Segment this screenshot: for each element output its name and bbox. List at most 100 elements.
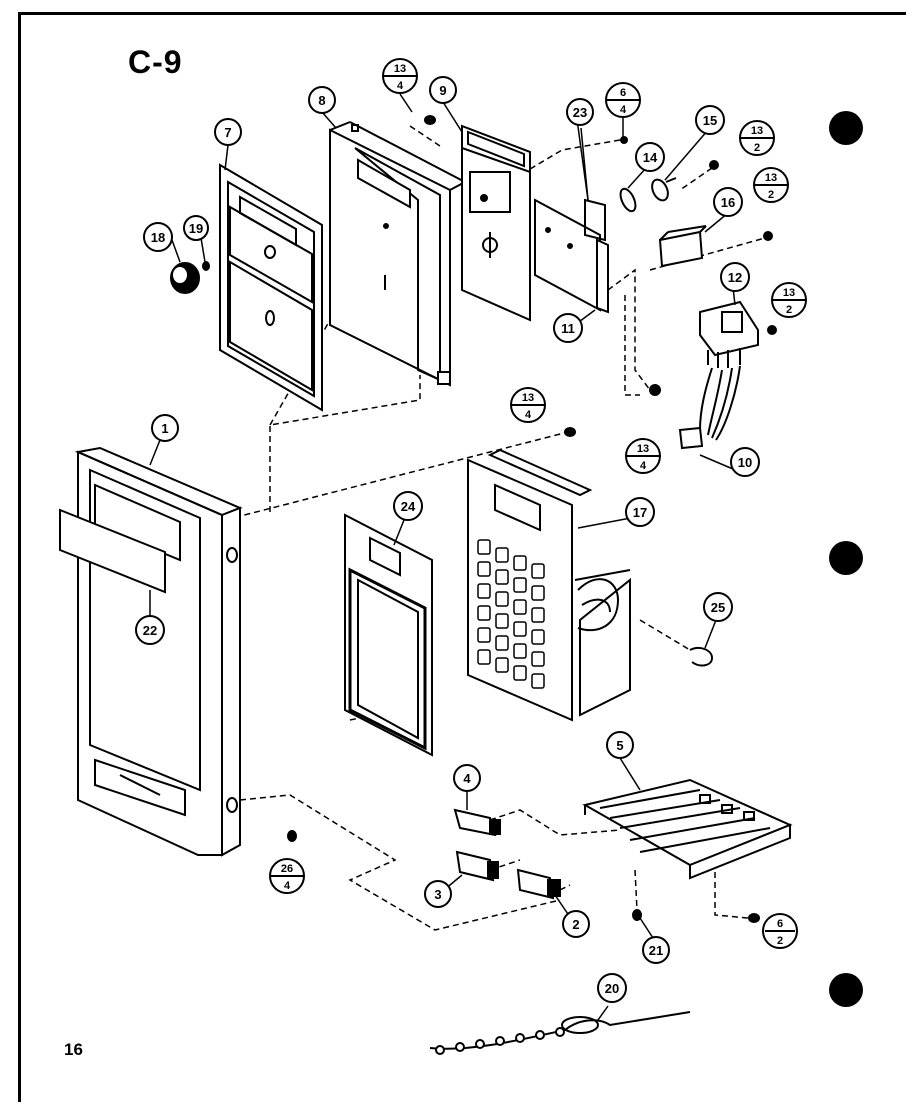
part-17-control-board xyxy=(467,448,631,722)
keypad-key xyxy=(531,673,545,689)
callout-14: 14 xyxy=(635,142,665,172)
chain-bead xyxy=(475,1039,485,1049)
keypad-key xyxy=(513,643,527,659)
svg-text:4: 4 xyxy=(284,880,291,892)
page-number: 16 xyxy=(64,1040,83,1059)
svg-text:13: 13 xyxy=(637,443,649,455)
part-4-button xyxy=(453,808,501,837)
svg-text:4: 4 xyxy=(640,460,647,472)
keypad-key xyxy=(513,555,527,571)
callout-1: 1 xyxy=(151,414,179,442)
callout-9: 9 xyxy=(429,76,457,104)
part-9-circuit-board xyxy=(461,124,531,322)
svg-text:4: 4 xyxy=(463,771,471,786)
chain-bead xyxy=(455,1042,465,1052)
chain-bead xyxy=(495,1036,505,1046)
part-2-button xyxy=(516,868,561,900)
svg-text:25: 25 xyxy=(711,600,725,615)
keypad-key xyxy=(495,591,509,607)
svg-text:4: 4 xyxy=(620,104,627,116)
svg-text:6: 6 xyxy=(620,87,626,99)
keypad-key xyxy=(495,613,509,629)
keypad-key xyxy=(477,605,491,621)
svg-text:9: 9 xyxy=(439,83,446,98)
callout-2: 2 xyxy=(562,910,590,938)
part-24-window-pane xyxy=(344,513,433,757)
callout-5: 5 xyxy=(606,731,634,759)
svg-text:13: 13 xyxy=(783,287,795,299)
keypad-buttons xyxy=(477,539,545,689)
leader-lines xyxy=(149,93,741,1021)
svg-text:13: 13 xyxy=(522,392,534,404)
binder-holes xyxy=(829,111,863,1007)
fraction-callout: 13 4 xyxy=(510,387,546,423)
keypad-key xyxy=(477,583,491,599)
part-16-relay xyxy=(658,225,707,268)
svg-text:11: 11 xyxy=(561,321,575,336)
fraction-callout: 13 2 xyxy=(739,120,775,156)
svg-text:2: 2 xyxy=(754,142,760,154)
svg-text:2: 2 xyxy=(777,935,783,947)
svg-text:4: 4 xyxy=(525,409,532,421)
chain-beads xyxy=(435,1027,565,1055)
part-8-mounting-plate xyxy=(329,121,466,387)
keypad-key xyxy=(477,561,491,577)
keypad-key xyxy=(531,607,545,623)
svg-text:10: 10 xyxy=(738,455,752,470)
part-3-button xyxy=(455,850,499,882)
fraction-callout: 6 4 xyxy=(605,82,641,118)
keypad-key xyxy=(477,649,491,665)
callout-11: 11 xyxy=(553,313,583,343)
svg-text:12: 12 xyxy=(728,270,742,285)
keypad-key xyxy=(513,599,527,615)
keypad-key xyxy=(495,635,509,651)
keypad-key xyxy=(531,651,545,667)
keypad-key xyxy=(531,563,545,579)
svg-text:13: 13 xyxy=(394,63,406,75)
callout-20: 20 xyxy=(597,973,627,1003)
callout-6 xyxy=(762,913,798,949)
callout-25: 25 xyxy=(703,592,733,622)
fraction-callout: 13 2 xyxy=(753,167,789,203)
keypad-key xyxy=(531,629,545,645)
diagram-code: C-9 xyxy=(128,44,183,80)
svg-text:16: 16 xyxy=(721,195,735,210)
screws xyxy=(287,115,777,923)
part-5-switch-assembly xyxy=(582,778,793,880)
keypad-key xyxy=(495,569,509,585)
svg-text:2: 2 xyxy=(572,917,579,932)
svg-text:5: 5 xyxy=(616,738,623,753)
callout-22: 22 xyxy=(135,615,165,645)
keypad-key xyxy=(495,657,509,673)
chain-bead xyxy=(555,1027,565,1037)
callout-10: 10 xyxy=(730,447,760,477)
callout-21: 21 xyxy=(642,936,670,964)
part-22-label-strip xyxy=(59,508,166,594)
callout-8: 8 xyxy=(308,86,336,114)
callout-7: 7 xyxy=(214,118,242,146)
fraction-callout: 6 2 xyxy=(777,918,783,947)
keypad-key xyxy=(513,577,527,593)
callout-19: 19 xyxy=(183,215,209,241)
svg-text:4: 4 xyxy=(397,80,404,92)
fraction-callout: 26 4 xyxy=(269,858,305,894)
svg-text:18: 18 xyxy=(151,230,165,245)
svg-text:17: 17 xyxy=(633,505,647,520)
part-15-socket xyxy=(651,177,677,202)
fraction-callout: 13 4 xyxy=(382,58,418,94)
callout-16: 16 xyxy=(713,187,743,217)
svg-text:6: 6 xyxy=(777,918,783,930)
svg-text:13: 13 xyxy=(765,172,777,184)
svg-text:24: 24 xyxy=(401,499,416,514)
svg-text:2: 2 xyxy=(786,304,792,316)
part-10-harness xyxy=(678,365,741,450)
fraction-callout: 13 4 xyxy=(625,438,661,474)
part-12-switch xyxy=(699,300,759,368)
svg-text:26: 26 xyxy=(281,863,293,875)
callout-3: 3 xyxy=(424,880,452,908)
svg-text:1: 1 xyxy=(161,421,168,436)
chain-bead xyxy=(435,1045,445,1055)
callout-18: 18 xyxy=(143,222,173,252)
